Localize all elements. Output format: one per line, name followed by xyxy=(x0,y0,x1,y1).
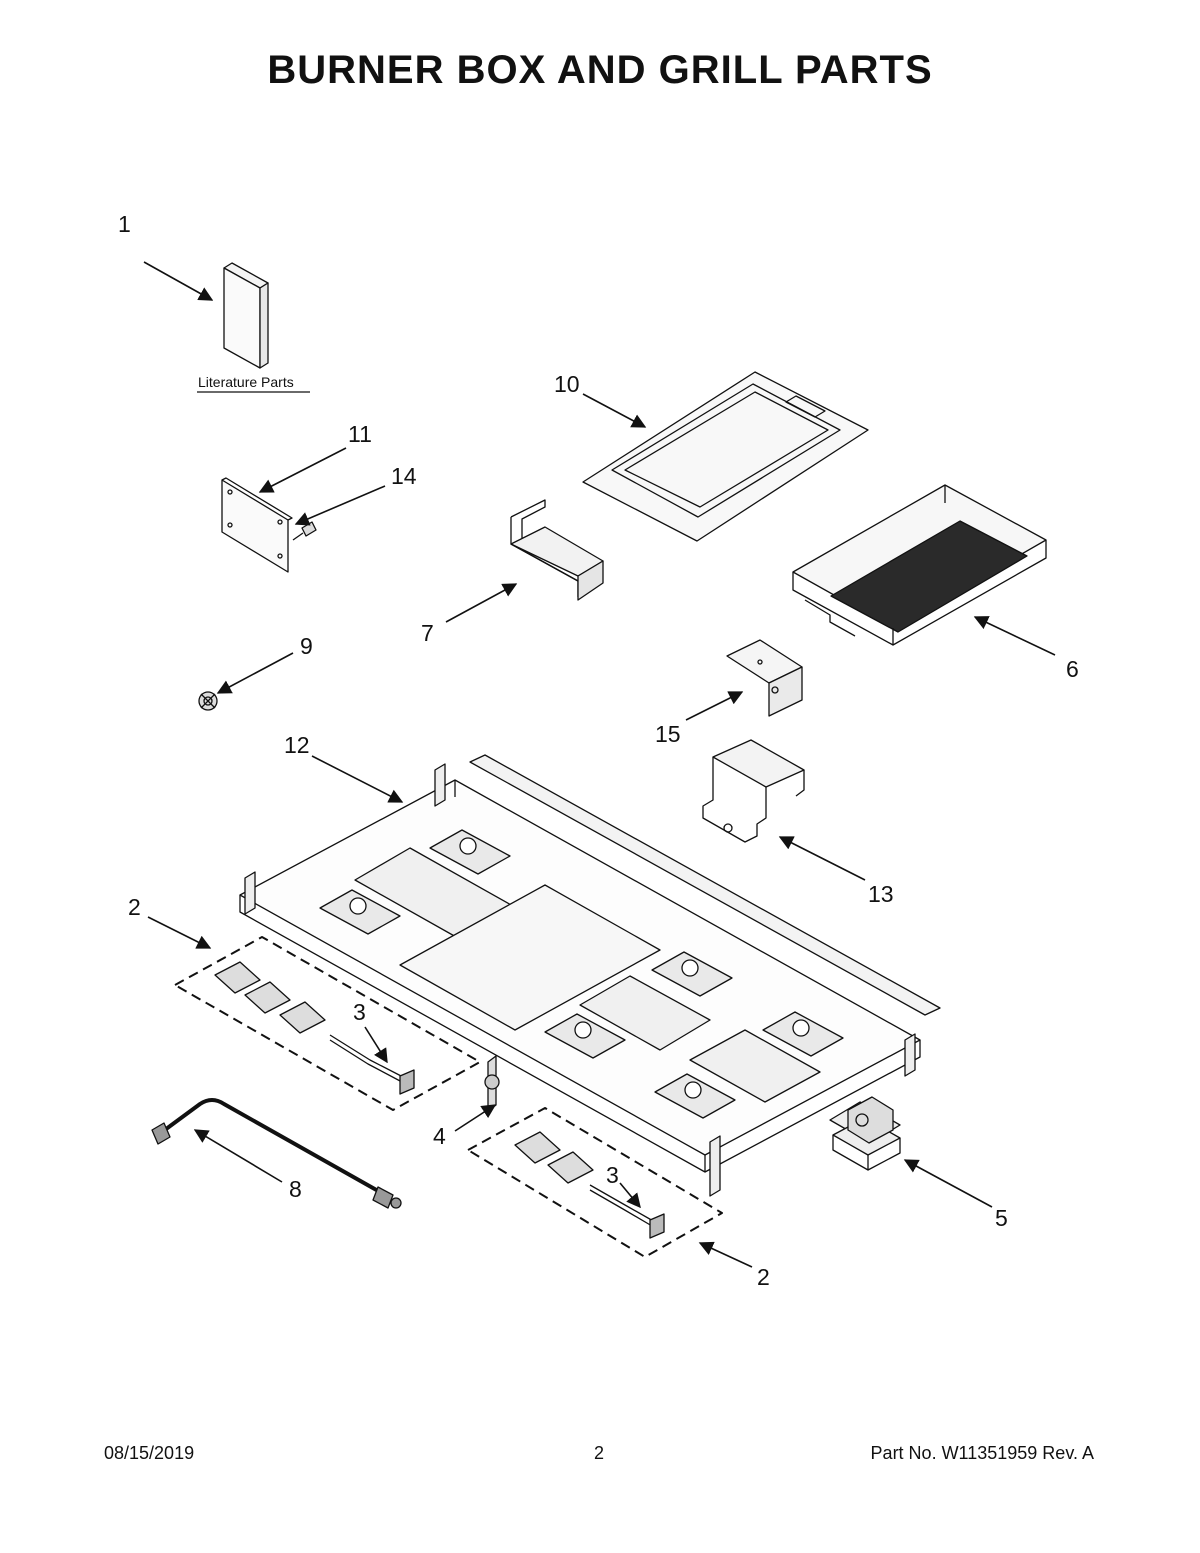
griddle xyxy=(582,371,869,542)
callout-10: 10 xyxy=(554,371,580,397)
callout-1: 1 xyxy=(118,211,131,237)
callout-7: 7 xyxy=(421,620,434,646)
callout-2-left: 2 xyxy=(128,894,141,920)
grease-trough xyxy=(510,499,604,601)
grill-burner-tray xyxy=(792,484,1047,646)
callout-3-right: 3 xyxy=(606,1162,619,1188)
cover-plate xyxy=(221,477,293,573)
callout-12: 12 xyxy=(284,732,310,758)
gas-supply-tube xyxy=(151,1098,402,1209)
callout-4: 4 xyxy=(433,1123,446,1149)
callout-6: 6 xyxy=(1066,656,1079,682)
footer-date: 08/15/2019 xyxy=(104,1443,195,1463)
callout-13: 13 xyxy=(868,881,894,907)
callout-11: 11 xyxy=(348,421,372,447)
igniter-module xyxy=(832,1096,901,1171)
burner-box-chassis xyxy=(239,754,941,1197)
callout-15: 15 xyxy=(655,721,681,747)
footer-page-number: 2 xyxy=(594,1443,605,1463)
callout-2-right: 2 xyxy=(757,1264,770,1290)
valve-group-right xyxy=(467,1107,723,1258)
callout-5: 5 xyxy=(995,1205,1008,1231)
burner-seats xyxy=(319,829,844,1119)
callout-8: 8 xyxy=(289,1176,302,1202)
literature-booklet xyxy=(197,262,310,393)
page-title: BURNER BOX AND GRILL PARTS xyxy=(267,48,933,92)
callout-14: 14 xyxy=(391,463,417,489)
valve-group-left xyxy=(174,936,481,1111)
knob xyxy=(198,691,218,711)
bracket xyxy=(726,639,803,717)
heat-shield-bracket xyxy=(702,739,805,843)
callout-3-left: 3 xyxy=(353,999,366,1025)
literature-parts-label: Literature Parts xyxy=(198,374,294,390)
footer-part-number: Part No. W11351959 Rev. A xyxy=(870,1443,1094,1463)
callout-9: 9 xyxy=(300,633,313,659)
screw xyxy=(292,521,317,541)
leader-arrows xyxy=(143,261,1056,1268)
